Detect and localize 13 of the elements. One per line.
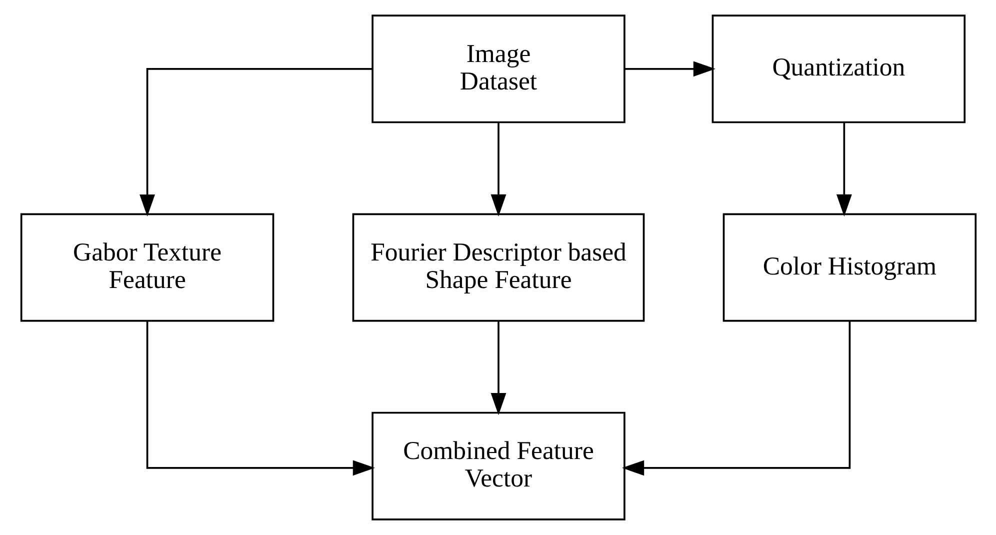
arrow — [490, 122, 506, 216]
arrow — [490, 321, 506, 416]
node-box: Color Histogram — [722, 213, 976, 322]
arrow — [836, 122, 852, 216]
arrow — [146, 321, 374, 476]
node-box: Gabor Texture Feature — [20, 213, 274, 322]
node-box: Combined Feature Vector — [371, 412, 625, 520]
arrow — [624, 61, 715, 77]
arrow — [622, 321, 850, 476]
node-box: Image Dataset — [371, 14, 625, 124]
arrow — [139, 68, 372, 217]
node-box: Fourier Descriptor based Shape Feature — [352, 213, 644, 322]
node-box: Quantization — [711, 14, 966, 124]
